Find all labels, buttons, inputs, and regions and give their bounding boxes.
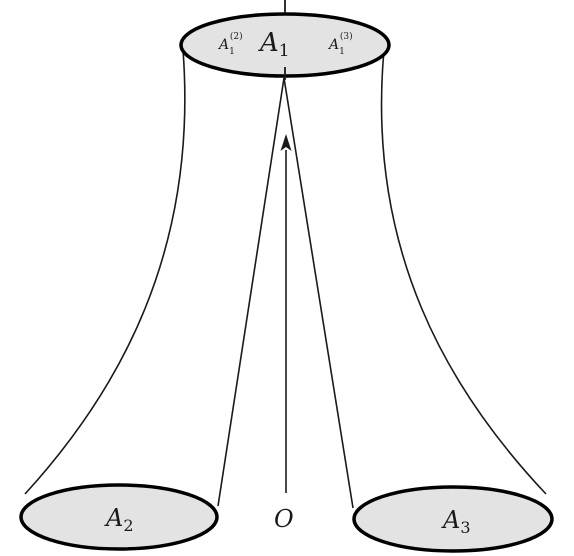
right-outer-curve: [380, 49, 547, 495]
bottom-left-disk-A2: [19, 483, 219, 551]
label-A1: A1: [258, 28, 290, 61]
bottom-right-disk-A3: [352, 485, 554, 553]
origin-arrow-head: [280, 134, 292, 151]
label-origin-O: O: [274, 505, 294, 533]
label-A2: A2: [104, 504, 134, 535]
left-inner-line: [217, 77, 285, 507]
label-A1-superscript2: A1(2): [217, 31, 243, 57]
right-inner-line: [283, 77, 354, 509]
label-A1-superscript3: A1(3): [327, 31, 353, 57]
label-A3: A3: [441, 506, 471, 537]
left-outer-curve: [24, 49, 186, 495]
